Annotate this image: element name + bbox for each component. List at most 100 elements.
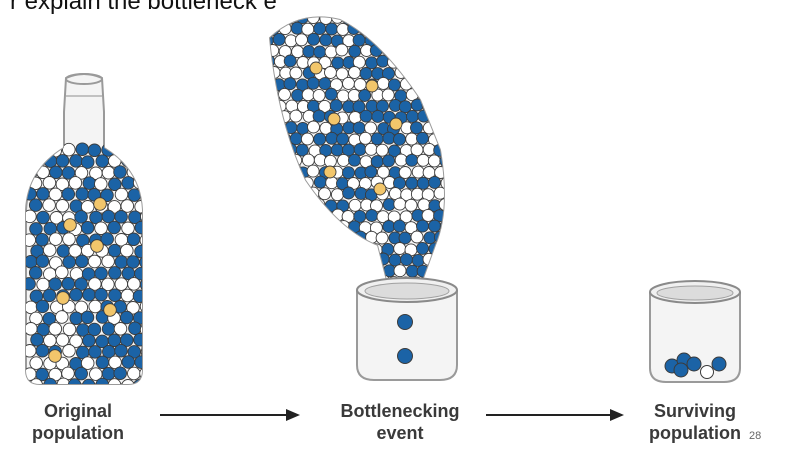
bead-icon [410,98,424,112]
bead-icon [75,187,89,201]
bead-icon [134,220,142,235]
bead-icon [139,255,142,269]
surviving-beads [664,352,727,379]
bead-icon [94,177,108,191]
bead-icon [383,22,397,36]
bead-icon [114,277,129,291]
bead-icon [325,264,339,278]
bead-icon [323,154,337,168]
bead-icon [148,244,161,257]
bead-icon [289,220,303,234]
bead-icon [62,232,76,246]
bead-icon [364,142,378,156]
bead-icon [87,254,102,269]
bead-icon [302,45,316,58]
bead-icon [301,220,315,234]
bead-icon [61,187,76,201]
bead-icon [365,253,379,266]
bead-icon [36,187,50,201]
bead-icon [337,153,350,167]
bead-icon [375,143,389,157]
bead-icon [284,164,297,178]
bead-icon [393,219,406,233]
bead-icon [393,264,407,278]
bead-icon [324,286,337,300]
bead-icon [42,176,57,190]
bead-icon [42,198,56,212]
bead-icon [375,17,389,26]
bead-icon [103,303,117,317]
bead-icon [358,131,372,145]
bead-icon [416,241,429,255]
bead-icon [410,54,424,68]
bead-icon [445,77,457,89]
bead-icon [365,209,379,222]
bead-icon [289,265,303,279]
bead-icon [313,286,327,300]
bead-icon [121,221,135,236]
bead-icon [140,165,142,179]
bead-icon [427,111,441,125]
bead-icon [48,322,63,336]
bead-icon [323,165,337,179]
bead-icon [433,120,444,134]
bead-icon [120,333,134,347]
bead-icon [404,198,418,212]
bead-icon [126,143,140,157]
bead-icon [148,357,161,370]
bead-icon [359,109,373,123]
bead-icon [433,78,444,92]
bead-icon [270,197,281,211]
bead-icon [452,46,464,58]
bead-icon [127,345,142,359]
bead-icon [270,121,275,135]
bead-icon [291,287,305,301]
bead-icon [139,277,142,292]
bead-icon [74,166,89,180]
bead-icon [55,177,70,192]
bead-icon [278,286,292,300]
bead-icon [358,22,372,36]
bead-icon [312,198,326,211]
stage-label-line2: population [32,423,124,443]
bead-icon [56,291,70,305]
bead-icon [324,45,338,59]
stage-label-bottlenecking: Bottlenecking event [325,400,475,444]
bead-icon [446,122,458,134]
bead-icon [272,121,286,135]
bead-icon [273,276,287,290]
bead-icon [285,187,299,201]
bead-icon [301,198,314,212]
bead-icon [451,199,463,211]
bead-icon [393,242,407,255]
bead-icon [399,17,413,24]
bead-icon [428,242,442,256]
bead-icon [422,17,436,26]
bead-icon [133,332,142,347]
bead-icon [74,277,88,291]
bead-icon [28,266,43,280]
bead-icon [82,287,96,302]
bead-icon [29,356,43,370]
bead-icon [134,266,142,281]
bead-icon [319,232,333,246]
bead-icon [107,220,121,235]
bead-icon [270,285,280,299]
bead-icon [270,188,275,202]
bead-icon [348,44,362,58]
bead-icon [120,199,135,213]
bead-icon [347,242,360,256]
bead-icon [393,197,407,211]
bead-icon [359,265,373,278]
bead-icon [270,208,274,222]
bead-icon [100,188,114,203]
bead-icon [289,109,303,123]
bead-icon [284,231,298,245]
bead-icon [121,379,135,384]
bead-icon [107,378,122,384]
bead-icon [400,56,414,70]
bead-icon [48,232,63,246]
bead-icon [43,377,57,384]
bead-icon [446,165,458,177]
bead-icon [270,17,275,26]
